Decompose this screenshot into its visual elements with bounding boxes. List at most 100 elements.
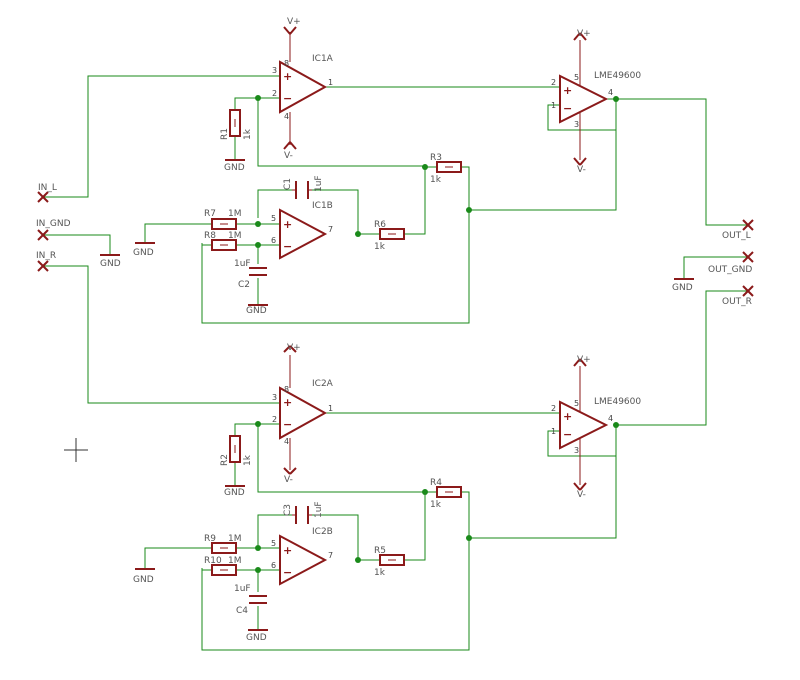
- resistor-r5[interactable]: R5 1k: [374, 546, 405, 578]
- pin-label: 1: [551, 101, 556, 110]
- capacitor-c4[interactable]: 1uF C4: [234, 584, 267, 616]
- opamp-ic1a-label: IC1A: [312, 54, 334, 64]
- buffer-lme-bottom-label: LME49600: [594, 397, 641, 407]
- junction: [255, 421, 261, 427]
- junction: [466, 535, 472, 541]
- svg-text:−: −: [283, 566, 292, 579]
- resistor-r7-label: R7: [204, 209, 216, 219]
- resistor-r2[interactable]: R2 1k: [220, 435, 253, 466]
- resistor-r2-value: 1k: [243, 454, 253, 466]
- pin-label: 3: [272, 66, 277, 75]
- resistor-r10[interactable]: R10 1M: [204, 556, 242, 576]
- wire-in-gnd: [43, 234, 111, 255]
- resistor-r10-label: R10: [204, 556, 222, 566]
- wire-in-r: [43, 265, 280, 404]
- resistor-r6-value: 1k: [374, 242, 386, 252]
- pin-label: 7: [328, 551, 333, 560]
- ground-icon: GND: [133, 568, 155, 585]
- capacitor-c4-value: 1uF: [234, 584, 251, 594]
- opamp-ic1a[interactable]: + − 3 2 1 8 4 IC1A V+ V-: [272, 17, 334, 161]
- opamp-ic2b[interactable]: + − 5 6 7 IC2B: [271, 527, 333, 586]
- resistor-r8[interactable]: R8 1M: [204, 231, 242, 251]
- pin-label: 2: [551, 78, 556, 87]
- svg-text:−: −: [563, 428, 572, 441]
- ground-icon: GND: [224, 485, 245, 498]
- junction: [422, 489, 428, 495]
- wire-r4: [201, 491, 470, 651]
- connector-in-r[interactable]: IN_R: [36, 251, 56, 272]
- capacitor-c4-label: C4: [236, 606, 248, 616]
- ground-symbols: GND GND GND GND GND GND GND GND: [100, 159, 694, 643]
- capacitor-c1[interactable]: C1 1uF: [283, 175, 324, 199]
- pin-label: 5: [271, 539, 276, 548]
- junction: [422, 164, 428, 170]
- wire-ic1a-fb: [234, 97, 258, 160]
- resistor-r7[interactable]: R7 1M: [204, 209, 242, 230]
- pin-label: 4: [608, 414, 613, 423]
- opamp-ic2a[interactable]: + − 3 2 1 8 4 IC2A V+ V-: [272, 343, 334, 485]
- pin-label: 8: [284, 385, 289, 394]
- resistor-r1[interactable]: R1 1k: [220, 109, 253, 140]
- pin-label: 1: [551, 427, 556, 436]
- pin-label: 3: [272, 393, 277, 402]
- buffer-lme-bottom[interactable]: + − 2 1 4 5 3 LME49600 V+ V-: [551, 355, 641, 500]
- pin-label: 6: [271, 561, 276, 570]
- capacitor-c1-label: C1: [283, 178, 293, 190]
- crosshair-cursor-icon: [64, 438, 88, 462]
- resistor-r1-value: 1k: [243, 128, 253, 140]
- wire-r5: [358, 492, 426, 561]
- buffer-lme-bottom-body: [559, 400, 609, 450]
- svg-text:−: −: [563, 102, 572, 115]
- wire-ic2a-fb: [234, 423, 258, 484]
- resistor-r5-label: R5: [374, 546, 386, 556]
- wire-ic2a-inv: [257, 423, 425, 493]
- capacitor-c3[interactable]: C3 1uF: [283, 501, 324, 524]
- wire-lme1-fb: [547, 104, 616, 131]
- resistor-r3-label: R3: [430, 153, 442, 163]
- ground-icon: GND: [672, 278, 694, 293]
- connector-out-gnd[interactable]: OUT_GND: [708, 251, 754, 275]
- ground-label: GND: [246, 306, 267, 316]
- resistor-r3[interactable]: R3 1k: [430, 153, 462, 185]
- opamp-ic1b-body: [279, 208, 328, 260]
- connector-in-gnd[interactable]: IN_GND: [36, 219, 71, 241]
- opamp-ic2b-label: IC2B: [312, 527, 333, 537]
- wires: [43, 75, 748, 651]
- resistor-r3-value: 1k: [430, 175, 442, 185]
- connector-out-l[interactable]: OUT_L: [722, 219, 754, 241]
- junction: [255, 567, 261, 573]
- pin-label: 3: [574, 446, 579, 455]
- connector-out-r[interactable]: OUT_R: [722, 285, 754, 307]
- opamp-ic2a-label: IC2A: [312, 379, 334, 389]
- opamp-ic1b[interactable]: + − 5 6 7 IC1B: [271, 201, 333, 260]
- pin-label: 5: [574, 73, 579, 82]
- pin-label: 2: [551, 404, 556, 413]
- wire-lme2-fb: [547, 430, 616, 457]
- resistor-r4[interactable]: R4 1k: [430, 478, 462, 510]
- capacitor-c2[interactable]: 1uF C2: [234, 259, 267, 290]
- buffer-lme-top[interactable]: + − 2 1 4 5 3 LME49600 V+ V-: [551, 29, 641, 175]
- ground-label: GND: [224, 488, 245, 498]
- pin-label: 4: [608, 88, 613, 97]
- opamp-ic2a-body: [279, 386, 328, 440]
- wire-lme1-out: [605, 98, 748, 226]
- resistor-r9[interactable]: R9 1M: [204, 534, 242, 554]
- junction: [613, 96, 619, 102]
- pin-label: 2: [272, 89, 277, 98]
- resistor-r7-value: 1M: [228, 209, 242, 219]
- resistor-r6[interactable]: R6 1k: [374, 220, 405, 252]
- pin-label: 4: [284, 437, 289, 446]
- svg-text:+: +: [283, 70, 292, 83]
- connector-out-gnd-label: OUT_GND: [708, 265, 752, 275]
- junction: [355, 231, 361, 237]
- capacitor-c3-value: 1uF: [314, 501, 324, 518]
- pin-label: 4: [284, 112, 289, 121]
- wire-c1: [257, 189, 359, 234]
- junction: [613, 422, 619, 428]
- capacitor-c1-value: 1uF: [314, 175, 324, 192]
- ground-label: GND: [224, 163, 245, 173]
- svg-text:+: +: [283, 544, 292, 557]
- connector-in-l[interactable]: IN_L: [37, 183, 57, 203]
- resistor-r2-label: R2: [220, 454, 230, 466]
